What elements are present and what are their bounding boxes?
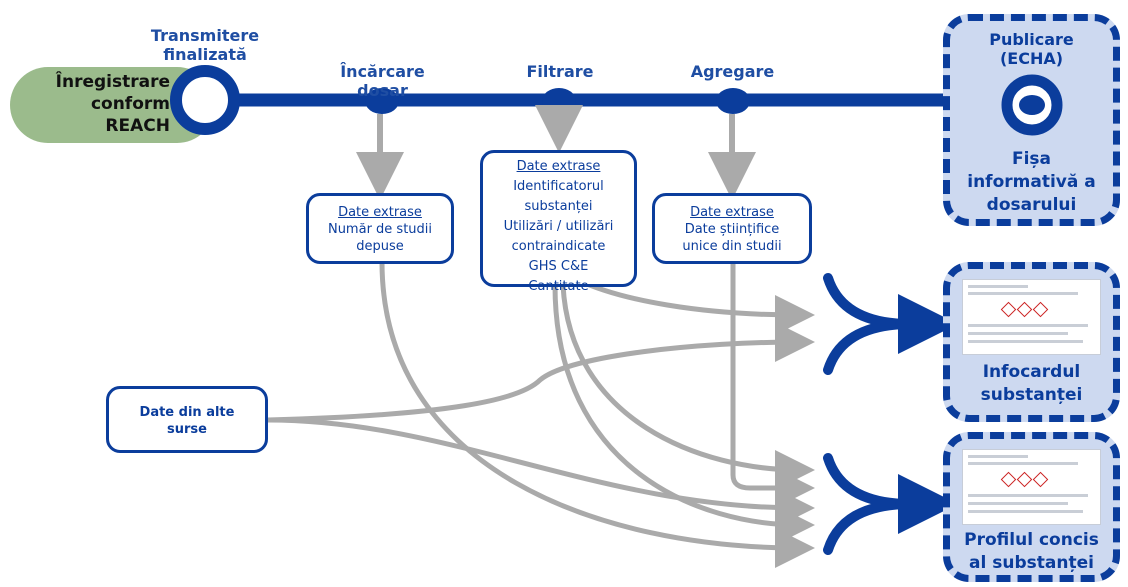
dossier-label-line: Fișa (1011, 149, 1052, 169)
registration-label-line: REACH (105, 116, 170, 136)
box-line: surse (167, 422, 207, 437)
box-line: Cantitate (528, 279, 589, 294)
submission-label: Transmitere finalizată (145, 26, 265, 64)
filtering-extracted-box: Date extrase Identificatorul substanței … (480, 150, 637, 294)
dossier-label-line: informativă a (967, 172, 1096, 192)
profile-label: Profilul concis al substanței (950, 529, 1113, 575)
profile-label-line: Profilul concis (964, 530, 1099, 550)
flow-aggregate-profile (730, 262, 815, 508)
upload-label-line: dosar (357, 81, 408, 100)
upload-label-line: Încărcare (340, 62, 425, 81)
upload-label: Încărcare dosar (325, 62, 440, 100)
filtering-label: Filtrare (505, 62, 615, 81)
dossier-label-line: dosarului (986, 195, 1077, 215)
upload-extracted-box: Date extrase Număr de studii depuse (306, 193, 454, 264)
flow-filter-profile-b (552, 284, 815, 545)
upload-node (365, 88, 399, 114)
aggregation-label-line: Agregare (690, 62, 775, 81)
infocard-label-line: substanței (980, 385, 1083, 405)
box-line: GHS C&E (528, 259, 589, 274)
profile-box: Profilul concis al substanței (943, 432, 1120, 582)
profile-thumbnail (962, 449, 1101, 525)
flow-other-infocard (267, 322, 815, 423)
box-line: Date științifice (684, 222, 780, 237)
flow-filter-infocard (576, 277, 815, 335)
publication-label: Publicare (ECHA) (950, 30, 1113, 68)
box-line: Identificatorul (513, 179, 604, 194)
publication-label-line: Publicare (989, 30, 1074, 49)
registration-label: Înregistrare conform REACH (30, 71, 170, 137)
infocard-box: Infocardul substanței (943, 262, 1120, 422)
box-line: Date din alte (139, 405, 235, 420)
aggregation-extracted-box: Date extrase Date științifice unice din … (652, 193, 812, 264)
box-line: contraindicate (511, 239, 606, 254)
box-line: unice din studii (682, 239, 782, 254)
box-header: Date extrase (338, 205, 422, 220)
flow-filter-profile-a (560, 284, 815, 490)
start-node (170, 65, 240, 135)
box-line: substanței (524, 199, 593, 214)
registration-label-line: Înregistrare (55, 72, 170, 92)
aggregation-node (716, 88, 750, 114)
box-header: Date extrase (690, 205, 774, 220)
filtering-label-line: Filtrare (526, 62, 594, 81)
submission-label-line: Transmitere (150, 26, 260, 45)
infocard-label: Infocardul substanței (950, 361, 1113, 407)
aggregation-label: Agregare (675, 62, 790, 81)
flow-other-profile (267, 417, 815, 528)
registration-pill (10, 67, 215, 143)
registration-label-line: conform (90, 94, 170, 114)
infocard-thumbnail (962, 279, 1101, 355)
profile-label-line: al substanței (969, 553, 1094, 573)
infocard-merge-bracket (823, 273, 910, 375)
profile-merge-bracket (823, 453, 910, 555)
infocard-label-line: Infocardul (982, 362, 1081, 382)
box-header: Date extrase (516, 159, 601, 174)
filtering-node (542, 88, 576, 114)
box-line: Număr de studii (327, 222, 433, 237)
box-line: Utilizări / utilizări (503, 219, 614, 234)
flow-upload-profile (379, 261, 815, 568)
submission-label-line: finalizată (163, 45, 247, 64)
publication-box: Publicare (ECHA) Fișa informativă a dosa… (943, 14, 1120, 226)
publication-label-line: (ECHA) (999, 49, 1064, 68)
publication-node (1001, 74, 1063, 136)
dossier-label: Fișa informativă a dosarului (950, 148, 1113, 217)
other-sources-box: Date din alte surse (106, 386, 268, 453)
box-line: depuse (356, 239, 404, 254)
